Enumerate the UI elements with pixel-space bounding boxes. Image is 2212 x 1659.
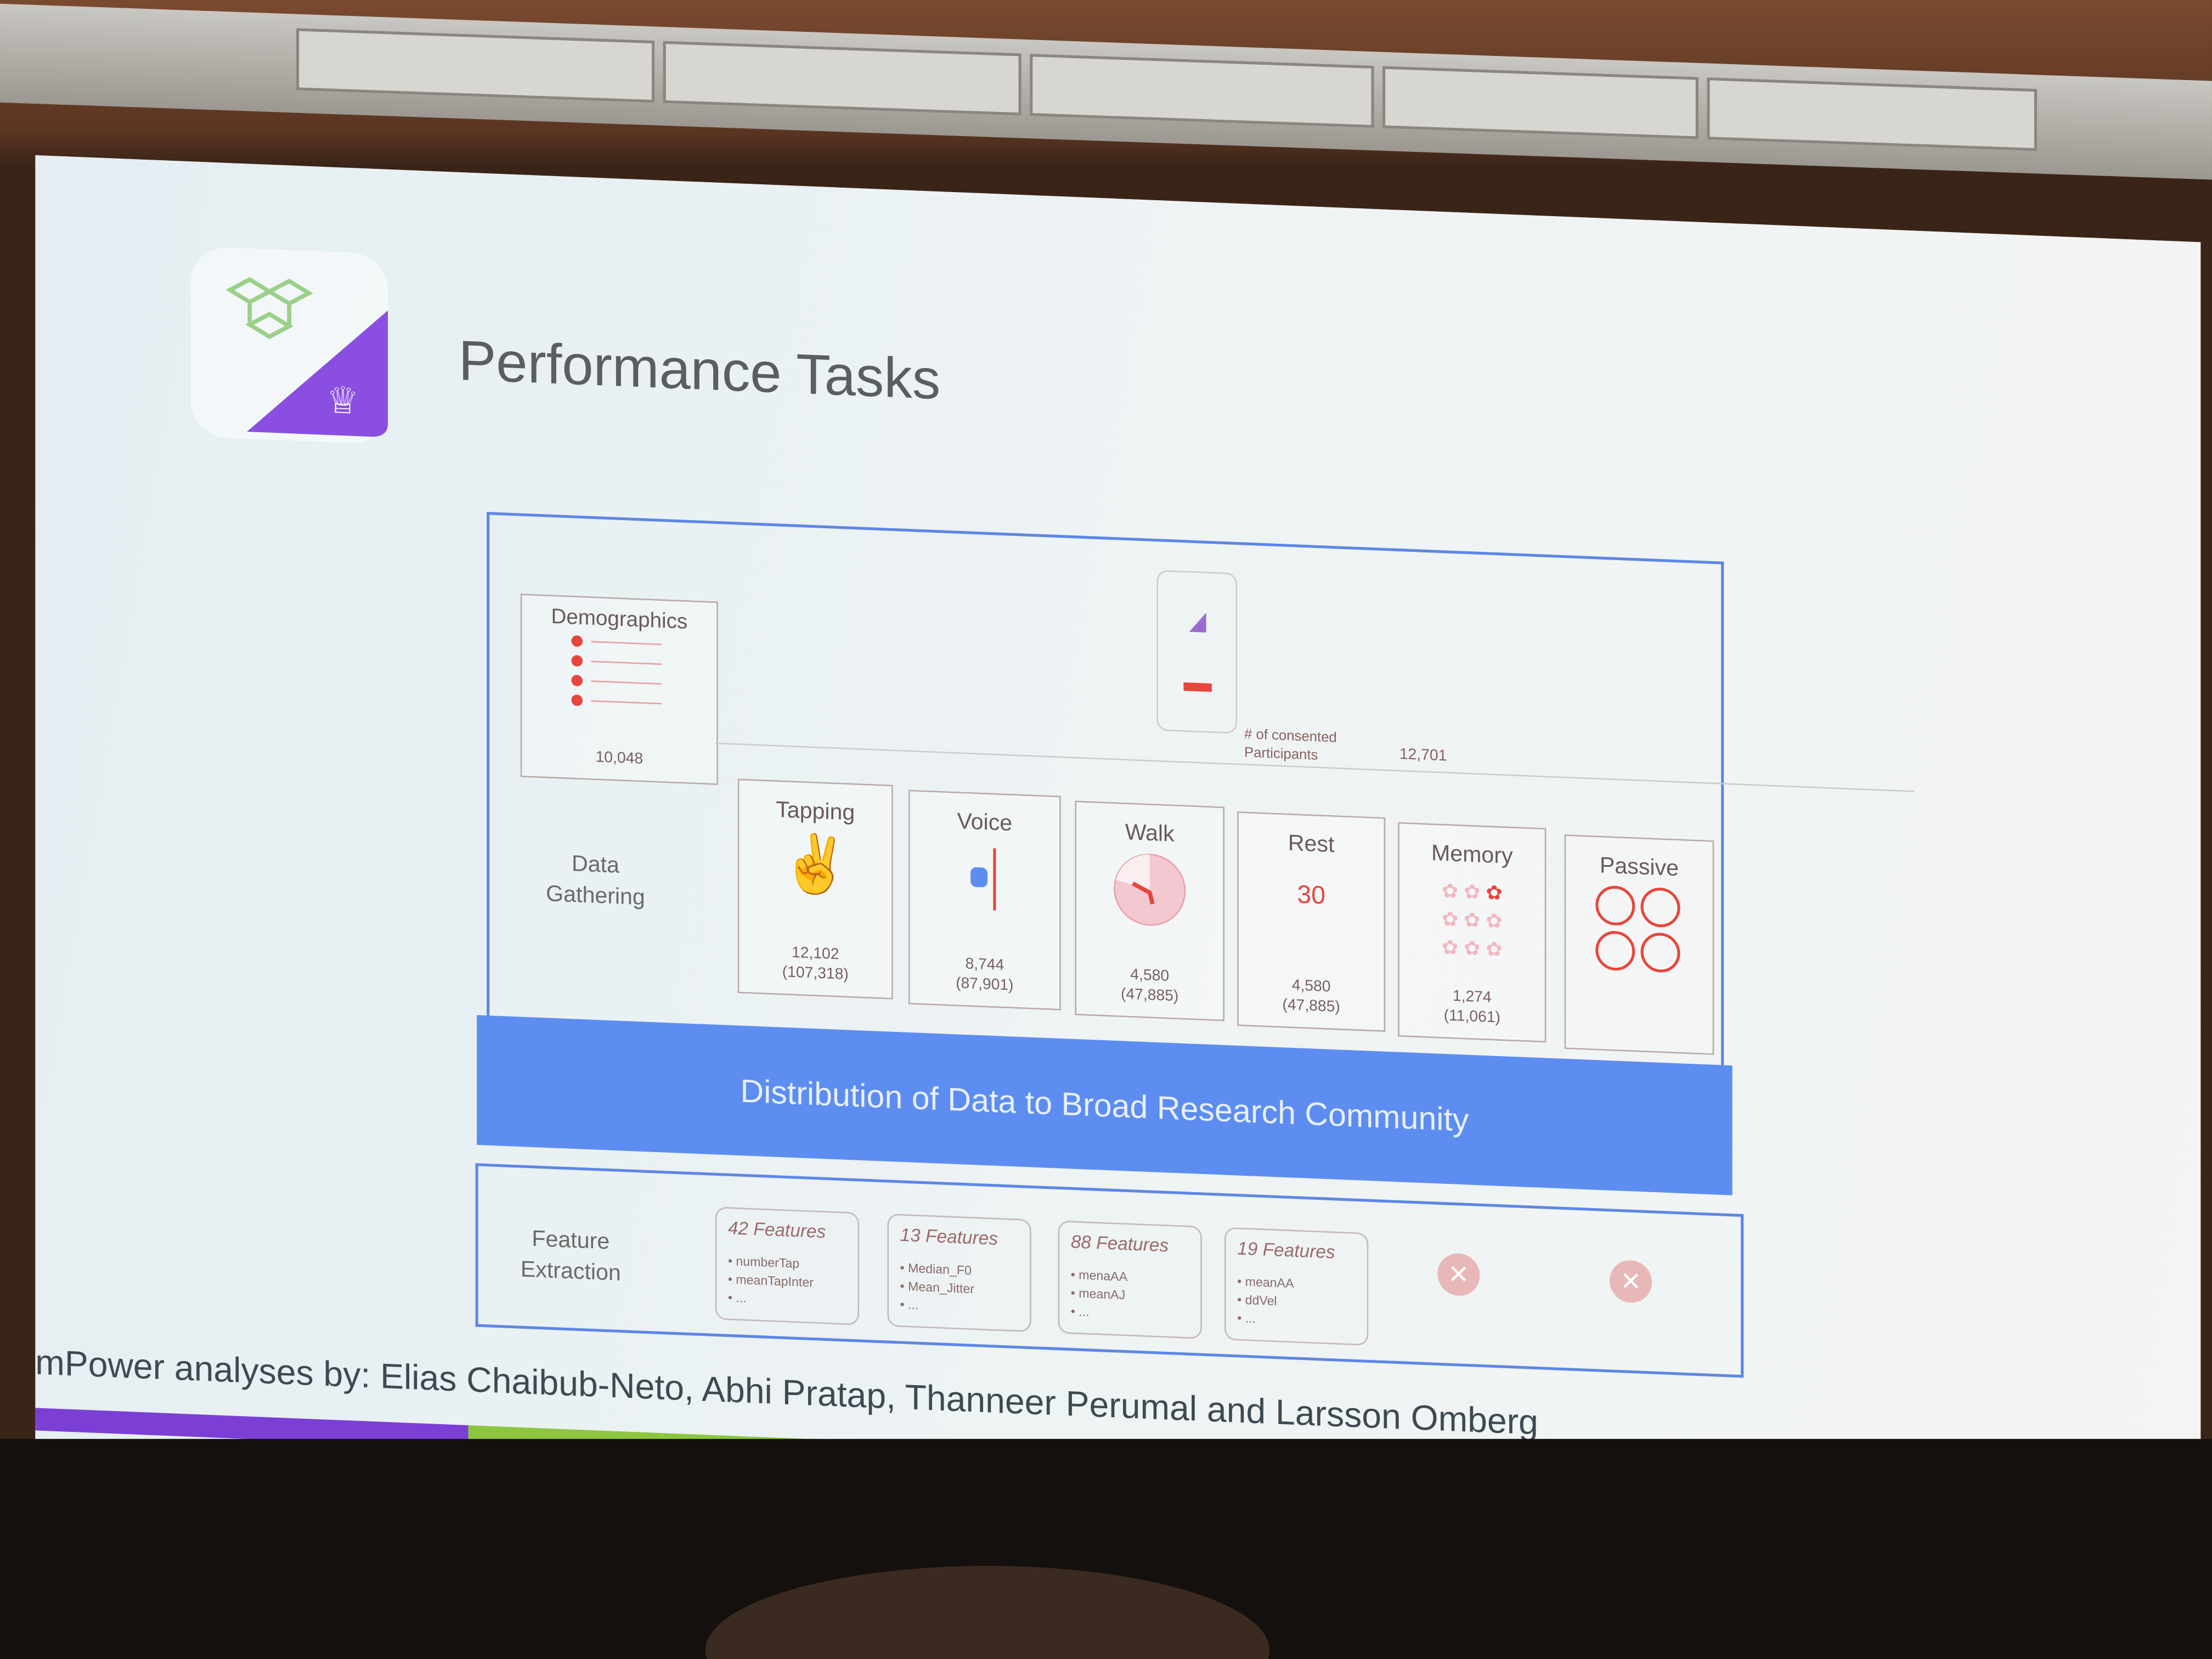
- task-walk: Walk 4,580(47,885): [1075, 800, 1224, 1022]
- demographics-box: Demographics 10,048: [520, 594, 718, 785]
- task-label: Rest: [1288, 832, 1335, 858]
- task-rest: Rest 30 4,580(47,885): [1237, 811, 1386, 1032]
- feature-box-rest: 19 Features• meanAA• ddVel• ...: [1224, 1227, 1369, 1346]
- checklist-icon: [571, 635, 662, 706]
- no-features-x-icon: ✕: [1609, 1259, 1652, 1304]
- task-voice: Voice 8,744(87,901): [908, 789, 1061, 1011]
- task-tapping: Tapping ✌ 12,102(107,318): [737, 778, 893, 1000]
- no-features-x-icon: ✕: [1437, 1252, 1480, 1297]
- phone-icon: [1156, 569, 1238, 734]
- feature-box-tapping: 42 Features• numberTap• meanTapInter• ..…: [715, 1206, 859, 1325]
- feature-box-voice: 13 Features• Median_F0• Mean_Jitter• ...: [887, 1214, 1031, 1333]
- passive-activity-icons: [1595, 885, 1680, 973]
- feature-box-walk: 88 Features• menaAA• meanAJ• ...: [1058, 1220, 1202, 1339]
- task-label: Memory: [1431, 842, 1513, 870]
- task-passive: Passive: [1564, 834, 1714, 1055]
- task-label: Tapping: [776, 798, 855, 826]
- walk-timer-icon: [1114, 854, 1186, 926]
- task-label: Passive: [1599, 854, 1679, 882]
- ceiling-panels: [0, 3, 2212, 180]
- demographics-count: 10,048: [595, 749, 644, 768]
- task-label: Walk: [1125, 821, 1175, 847]
- memory-flowers-icon: ✿ ✿ ✿✿ ✿ ✿✿ ✿ ✿: [1441, 879, 1503, 961]
- svg-text:♕: ♕: [326, 380, 359, 422]
- task-memory: Memory ✿ ✿ ✿✿ ✿ ✿✿ ✿ ✿ 1,274(11,061): [1398, 822, 1547, 1043]
- demographics-label: Demographics: [551, 605, 688, 635]
- voice-icon: [970, 848, 996, 911]
- rest-feet-icon: 30: [1297, 880, 1325, 910]
- projected-slide: ♕ Performance Tasks Demographics 10,048 …: [35, 155, 2201, 1526]
- slide-title: Performance Tasks: [458, 330, 941, 412]
- mpower-logo-icon: ♕: [190, 246, 388, 445]
- tapping-hand-icon: ✌: [780, 832, 851, 898]
- consented-count: 12,701: [1399, 746, 1447, 765]
- task-label: Voice: [957, 810, 1013, 837]
